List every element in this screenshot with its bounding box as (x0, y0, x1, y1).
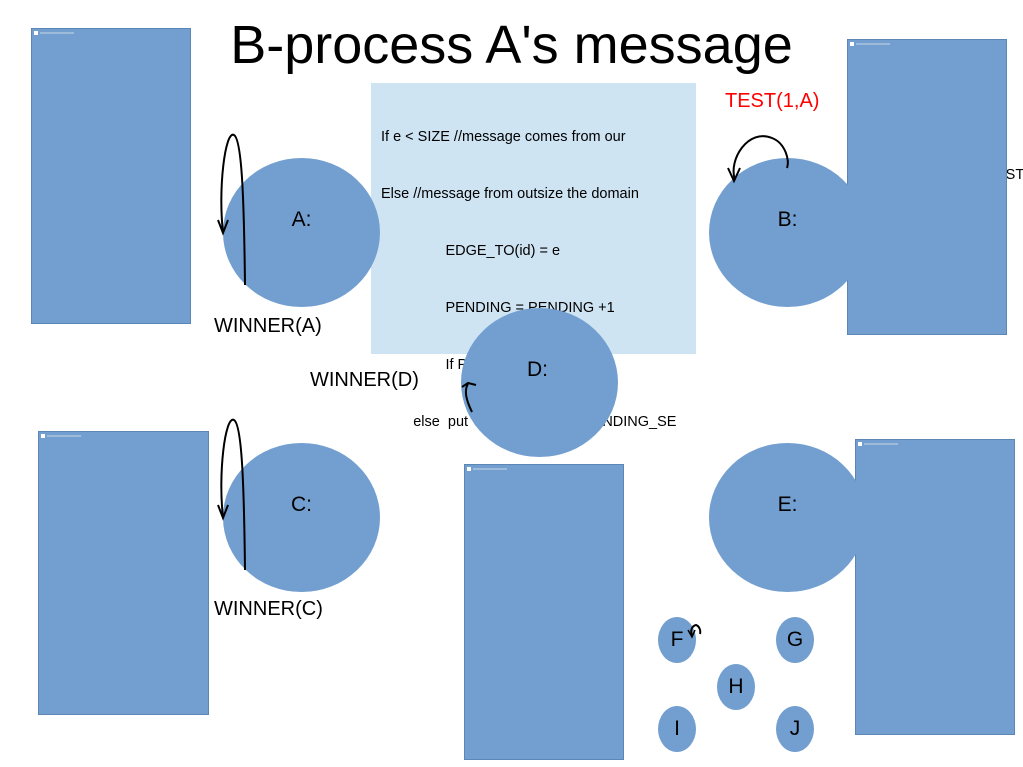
node-f: F (658, 617, 696, 663)
node-g: G (776, 617, 814, 663)
self-loop-arrow-f (690, 623, 702, 637)
winner-c-label: WINNER(C) (214, 598, 323, 620)
node-c-label: C: (291, 493, 312, 516)
test-message-label: TEST(1,A) (725, 90, 820, 112)
node-h-label: H (728, 675, 744, 698)
thumbnail-icon (850, 42, 854, 46)
node-g-label: G (786, 628, 804, 651)
thumbnail-icon (34, 31, 38, 35)
thumbnail-caption-line (856, 43, 890, 45)
node-a: A: (223, 158, 380, 307)
self-loop-arrow-a (220, 133, 246, 286)
node-h: H (717, 664, 755, 710)
node-d-label: D: (527, 358, 548, 381)
thumbnail-icon (858, 442, 862, 446)
node-j: J (776, 706, 814, 752)
node-i-label: I (674, 717, 680, 740)
arrowhead-b (727, 167, 741, 184)
code-line: Else //message from outsize the domain (381, 186, 639, 202)
code-line: EDGE_TO(id) = e (381, 243, 561, 259)
thumbnail-caption-line (473, 468, 507, 470)
node-a-label: A: (291, 208, 312, 231)
thumbnail-caption-line (864, 443, 898, 445)
node-b: B: (709, 158, 866, 307)
thumbnail-panel-left-top (31, 28, 191, 324)
thumbnail-caption-line (40, 32, 74, 34)
code-line: If e < SIZE //message comes from our (381, 129, 626, 145)
thumbnail-icon (467, 467, 471, 471)
arrowhead-c (217, 504, 229, 521)
node-d: D: (461, 308, 618, 457)
winner-d-label: WINNER(D) (310, 369, 419, 391)
slide-title: B-process A's message (230, 15, 793, 75)
node-b-label: B: (777, 208, 798, 231)
node-i: I (658, 706, 696, 752)
self-loop-arrow-d (464, 383, 473, 413)
self-loop-arrow-c (220, 418, 246, 571)
node-e-label: E: (777, 493, 798, 516)
arrowhead-f (687, 629, 696, 639)
node-j-label: J (789, 717, 801, 740)
thumbnail-icon (41, 434, 45, 438)
node-e: E: (709, 443, 866, 592)
node-c: C: (223, 443, 380, 592)
self-loop-arrow-b (732, 135, 789, 181)
thumbnail-caption-line (47, 435, 81, 437)
node-f-label: F (670, 628, 684, 651)
arrowhead-a (217, 219, 229, 236)
winner-a-label: WINNER(A) (214, 315, 322, 337)
thumbnail-panel-center-bottom (464, 464, 624, 760)
arrowhead-d (461, 381, 477, 388)
thumbnail-panel-right-bottom (855, 439, 1015, 735)
thumbnail-panel-left-bottom (38, 431, 209, 715)
